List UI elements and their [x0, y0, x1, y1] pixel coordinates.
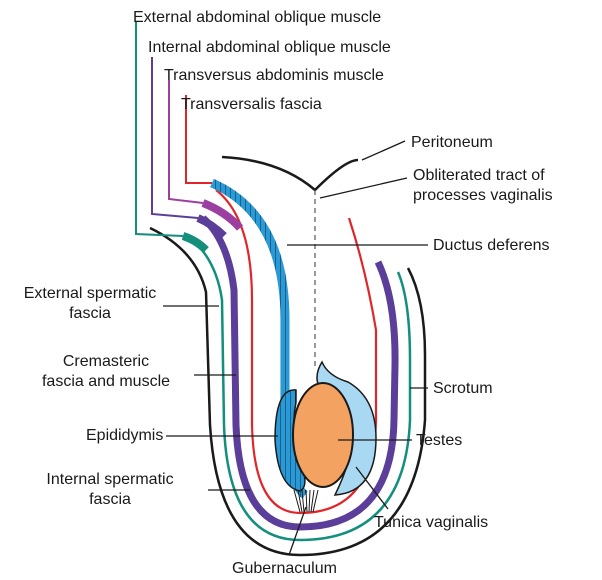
label-external-spermatic-1: External spermatic	[8, 284, 172, 303]
label-cremasteric-1: Cremasteric	[16, 352, 196, 371]
label-tunica-vaginalis: Tunica vaginalis	[374, 513, 488, 532]
label-transversalis-fascia: Transversalis fascia	[181, 95, 322, 114]
leader-gubernaculum	[289, 507, 306, 555]
label-peritoneum: Peritoneum	[411, 133, 493, 152]
peritoneum-line	[222, 157, 358, 190]
label-ductus-deferens: Ductus deferens	[433, 236, 550, 255]
label-transversus: Transversus abdominis muscle	[164, 66, 384, 85]
label-obliterated-tract-2: processes vaginalis	[413, 186, 553, 205]
label-internal-spermatic-1: Internal spermatic	[25, 470, 195, 489]
label-gubernaculum: Gubernaculum	[232, 559, 337, 578]
label-testes: Testes	[416, 431, 462, 450]
label-epididymis: Epididymis	[86, 426, 163, 445]
label-scrotum: Scrotum	[433, 379, 493, 398]
external-oblique-wall	[183, 236, 206, 250]
internal-oblique-wall	[198, 218, 224, 236]
label-external-spermatic-2: fascia	[8, 304, 172, 323]
testis	[293, 383, 353, 487]
label-internal-oblique: Internal abdominal oblique muscle	[148, 38, 391, 57]
leader-obliterated-tract	[320, 178, 407, 198]
label-internal-spermatic-2: fascia	[25, 490, 195, 509]
label-external-oblique: External abdominal oblique muscle	[133, 8, 381, 27]
leader-peritoneum	[362, 141, 405, 160]
label-obliterated-tract-1: Obliterated tract of	[413, 166, 545, 185]
label-cremasteric-2: fascia and muscle	[16, 372, 196, 391]
